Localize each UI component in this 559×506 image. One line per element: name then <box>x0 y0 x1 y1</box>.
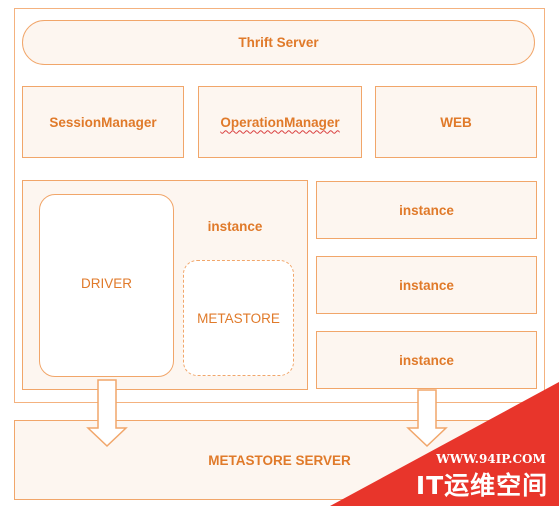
session-manager-label: SessionManager <box>49 114 157 130</box>
metastore-box: METASTORE <box>183 260 294 376</box>
driver-label: DRIVER <box>80 276 132 291</box>
web-label: WEB <box>440 114 472 130</box>
instance-label-1: instance <box>399 202 454 218</box>
driver-box: DRIVER <box>39 194 174 377</box>
metastore-label: METASTORE <box>197 310 280 326</box>
instance-box-3: instance <box>316 331 537 389</box>
session-manager-box: SessionManager <box>22 86 184 158</box>
instance-box-1: instance <box>316 181 537 239</box>
web-box: WEB <box>375 86 537 158</box>
operation-manager-box: OperationManager <box>198 86 362 158</box>
operation-manager-label: OperationManager <box>220 114 340 130</box>
thrift-server-label: Thrift Server <box>238 35 319 50</box>
instance-label-3: instance <box>399 352 454 368</box>
metastore-server-label: METASTORE SERVER <box>208 452 351 468</box>
thrift-server-box: Thrift Server <box>22 20 535 65</box>
watermark-url: WWW.94IP.COM <box>436 452 546 466</box>
instance-box-2: instance <box>316 256 537 314</box>
watermark-brand: IT运维空间 <box>415 471 549 500</box>
watermark-triangle <box>330 382 559 506</box>
main-instance-label: instance <box>207 218 263 234</box>
instance-label-2: instance <box>399 277 454 293</box>
